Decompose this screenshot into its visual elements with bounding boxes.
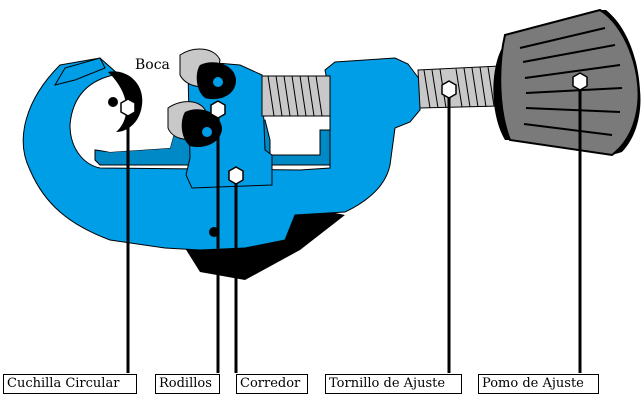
label-rodillos: Rodillos	[155, 374, 220, 394]
cutting-wheel-pin	[108, 97, 118, 107]
label-corredor: Corredor	[236, 374, 308, 394]
marker-cuchilla	[120, 98, 136, 117]
jaw-opening	[98, 74, 185, 152]
marker-tornillo	[441, 80, 457, 99]
thread-left	[261, 75, 331, 117]
cutting-wheel	[108, 71, 143, 132]
label-pomo-de-ajuste: Pomo de Ajuste	[478, 374, 599, 394]
thread-left-lines	[267, 75, 323, 117]
adjusting-knob	[499, 8, 640, 157]
marker-rodillos	[210, 100, 226, 119]
cutter-body	[22, 57, 421, 251]
roller-bottom-pin	[202, 127, 212, 137]
label-tornillo-de-ajuste: Tornillo de Ajuste	[325, 374, 462, 394]
knob-rim	[600, 10, 641, 155]
boca-label: Boca	[135, 57, 170, 73]
label-cuchilla-circular: Cuchilla Circular	[3, 374, 137, 394]
knob-grip-lines	[519, 27, 623, 136]
hex-markers	[120, 72, 588, 185]
marker-corredor	[228, 166, 244, 185]
screw-thread-lines	[423, 66, 495, 109]
marker-pomo	[572, 72, 588, 91]
upper-hook	[53, 57, 106, 86]
roller-top-pin	[213, 77, 223, 87]
leader-lines	[126, 82, 582, 373]
roller-bottom-core	[181, 109, 222, 148]
base-shadow	[185, 210, 345, 280]
